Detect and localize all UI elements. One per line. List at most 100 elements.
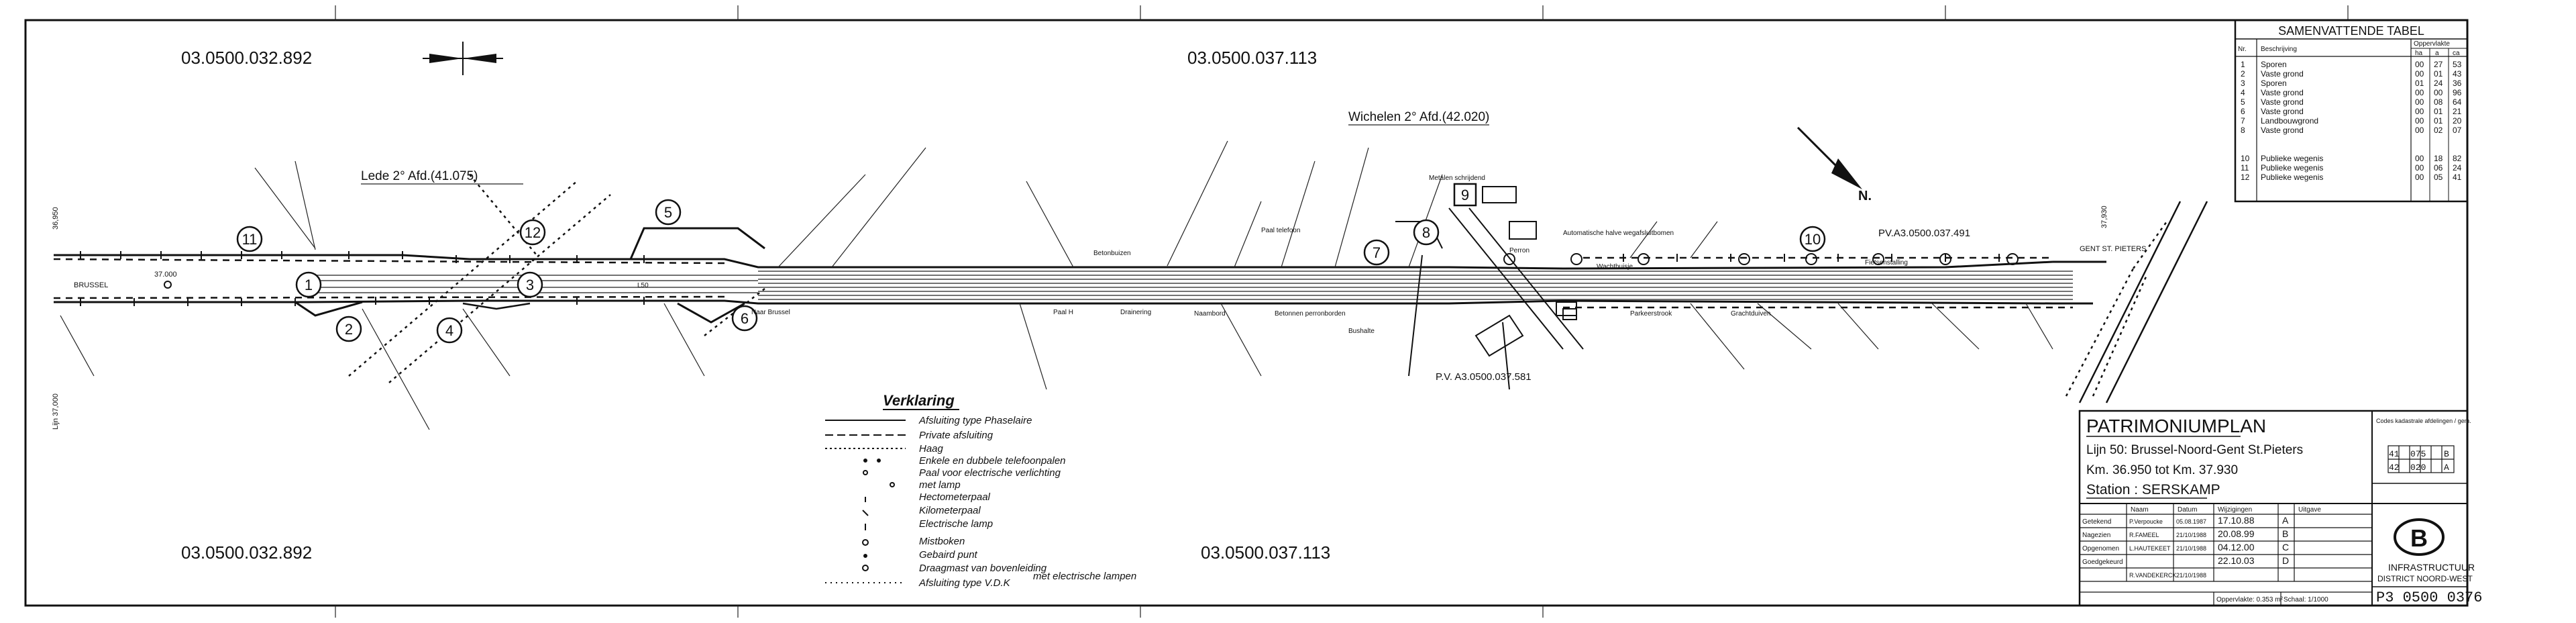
feature-label: Betonnen perronborden [1275,310,1346,318]
code-cell: 075 [2410,449,2426,459]
feature-label: Naambord [1194,310,1226,318]
sheet-division-marker [423,42,503,75]
summary-row-ca: 96 [2453,88,2462,97]
feature-label: Paal telefoon [1261,227,1300,234]
legend-item: Gebaird punt [919,549,978,561]
summary-row-nr: 10 [2241,154,2250,163]
legend-item: met lamp [919,479,961,491]
parcel-7: 7 [1373,244,1381,261]
plan-code-bottom-mid: 03.0500.037.113 [1201,542,1330,563]
revision-date: 21/10/1988 [2176,545,2206,552]
plan-code-top-mid: 03.0500.037.113 [1187,48,1317,68]
summary-row-nr: 6 [2241,107,2245,116]
table-header-a: a [2435,50,2439,57]
header-naam: Naam [2131,506,2149,514]
pv-label-top: PV.A3.0500.037.491 [1878,228,1970,239]
revision-name: R.FAMEEL [2129,532,2159,538]
summary-row-a: 27 [2434,60,2443,69]
north-arrow: N. [1796,126,1872,203]
parcel-markers: 1 2 3 4 5 6 7 8 9 10 11 12 [236,183,1826,344]
summary-row-ha: 00 [2415,173,2424,182]
revision-name: R.VANDEKERCK [2129,572,2176,579]
code-cell: 41 [2389,449,2400,459]
summary-row-a: 01 [2434,107,2443,116]
summary-row-a: 08 [2434,97,2443,107]
feature-label: Automatische halve wegafsluitbomen [1563,230,1674,237]
revision-change: 20.08.99 [2218,528,2255,539]
revision-edition: A [2282,515,2289,526]
summary-row-nr: 4 [2241,88,2245,97]
summary-row-ca: 64 [2453,97,2462,107]
sncb-logo: B [2394,518,2445,556]
summary-row-a: 18 [2434,154,2443,163]
feature-label: Betonbuizen [1093,250,1131,257]
summary-table: SAMENVATTENDE TABEL Nr. Beschrijving Opp… [2234,19,2469,203]
summary-row-ha: 00 [2415,60,2424,69]
summary-row-a: 01 [2434,69,2443,79]
summary-row-desc: Vaste grond [2261,107,2304,116]
table-header-desc: Beschrijving [2261,46,2297,53]
legend: Verklaring Afsluiting type Phaselaire Pr… [825,392,1136,589]
railway-corridor [53,254,2106,309]
summary-row-desc: Publieke wegenis [2261,154,2323,163]
summary-row-ca: 20 [2453,116,2462,126]
table-header-nr: Nr. [2238,46,2247,53]
legend-item: Afsluiting type Phaselaire [918,415,1032,426]
summary-row-nr: 8 [2241,126,2245,135]
legend-item: Kilometerpaal [919,505,981,516]
revision-edition: B [2282,528,2288,539]
parcel-4-boundary [462,302,531,310]
revision-change: 17.10.88 [2218,515,2255,526]
drawing-frame [24,19,2469,607]
legend-item: Mistboken [919,536,965,547]
summary-row-ca: 41 [2453,173,2462,182]
summary-row-ha: 00 [2415,126,2424,135]
parcel-12: 12 [525,224,541,241]
summary-row-desc: Vaste grond [2261,69,2304,79]
code-cell: 020 [2410,463,2426,473]
frame-ticks [335,5,2349,618]
direction-brussel: BRUSSEL [74,281,108,289]
feature-label: Naar Brussel [751,309,790,316]
feature-labels: L50 Naar Brussel Paal H Drainering Beton… [637,175,1908,335]
table-header-ca: ca [2453,50,2460,57]
legend-extra: met electrische lampen [1033,571,1136,582]
feature-label: Metalen schrijdend [1429,175,1485,182]
summary-row-desc: Vaste grond [2261,88,2304,97]
summary-row-desc: Publieke wegenis [2261,163,2323,173]
summary-row-a: 24 [2434,79,2443,88]
revision-date: 05.08.1987 [2176,518,2206,525]
code-cell: 42 [2389,463,2400,473]
plan-number: P3 0500 0376 [2376,589,2482,606]
summary-row-desc: Sporen [2261,60,2287,69]
summary-row-ca: 82 [2453,154,2462,163]
revision-date: 21/10/1988 [2176,532,2206,538]
revision-role: Nagezien [2082,532,2110,539]
summary-row-ha: 00 [2415,163,2424,173]
revision-role: Getekend [2082,518,2111,526]
parcel-5: 5 [664,204,672,221]
header-uitgave: Uitgave [2298,506,2321,514]
org-infrastructure: INFRASTRUCTUUR [2388,562,2475,573]
revision-change: 22.10.03 [2218,555,2255,566]
summary-row-ha: 00 [2415,97,2424,107]
header-wijzigingen: Wijzigingen [2218,506,2252,514]
summary-row-desc: Publieke wegenis [2261,173,2323,182]
summary-row-desc: Vaste grond [2261,126,2304,135]
north-label: N. [1858,189,1872,203]
feature-label: Grachtduiven [1731,310,1770,318]
table-header-area: Oppervlakte [2414,40,2450,48]
area-lede: Lede 2° Afd.(41.075) [361,169,478,183]
summary-row-a: 02 [2434,126,2443,135]
parcel-11: 11 [242,231,258,248]
summary-row-ca: 24 [2453,163,2462,173]
summary-row-ha: 01 [2415,79,2424,88]
summary-row-ha: 00 [2415,116,2424,126]
legend-title: Verklaring [883,392,955,409]
summary-row-ha: 00 [2415,154,2424,163]
summary-row-a: 05 [2434,173,2443,182]
edge-label-left-top: 36,950 [52,207,60,230]
road-right [2078,201,2208,403]
summary-row-ca: 07 [2453,126,2462,135]
parcel-9: 9 [1461,187,1469,203]
